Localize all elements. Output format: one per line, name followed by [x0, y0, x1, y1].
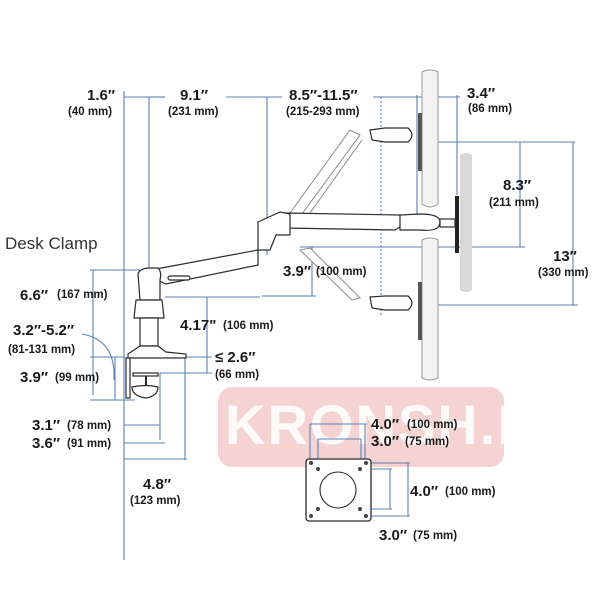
dim-clamp-range-in: 3.2″-5.2″ [13, 322, 75, 339]
dim-monitor-depth-in: 3.4″ [467, 85, 496, 102]
dim-vertical-tilt-in: 8.3″ [503, 177, 532, 194]
dim-vesa-side-100-mm: (100 mm) [445, 486, 496, 498]
dim-vesa-side-75-in: 3.0″ [379, 527, 408, 544]
dim-desk-thickness-mm: (66 mm) [215, 369, 260, 381]
dim-clamp-depth-mm: (99 mm) [55, 372, 100, 384]
dim-clamp-base-in: 4.8″ [143, 476, 172, 493]
dim-pole-height-in: 6.6″ [20, 287, 49, 304]
dim-clamp-width-a-in: 3.1″ [32, 417, 61, 434]
dim-vertical-range-in: 13″ [553, 248, 577, 265]
dim-vertical-range-mm: (330 mm) [538, 267, 589, 279]
dim-arm-above-desk-mm: (106 mm) [223, 320, 274, 332]
dim-arm-drop-in: 3.9″ [283, 263, 312, 280]
dim-clamp-range-mm: (81-131 mm) [8, 344, 76, 356]
monitor-arm-outline [125, 127, 456, 399]
dim-vesa-top-75-mm: (75 mm) [405, 436, 450, 448]
dim-second-arm-mm: (215-293 mm) [286, 106, 360, 118]
dim-top-pole-offset-in: 1.6″ [87, 87, 116, 104]
dim-pole-height-mm: (167 mm) [57, 289, 108, 301]
dim-monitor-depth-mm: (86 mm) [468, 103, 513, 115]
dim-clamp-depth-in: 3.9″ [20, 369, 49, 386]
dim-clamp-width-b-mm: (91 mm) [67, 438, 112, 450]
dim-arm-drop-mm: (100 mm) [316, 266, 367, 278]
dim-vesa-side-100-in: 4.0″ [410, 483, 439, 500]
dim-first-arm-mm: (231 mm) [168, 106, 219, 118]
dim-desk-thickness-in: ≤ 2.6″ [215, 349, 256, 366]
dim-vesa-top-100-in: 4.0″ [371, 416, 400, 433]
dim-vesa-side-75-mm: (75 mm) [413, 530, 458, 542]
dim-vesa-top-75-in: 3.0″ [371, 433, 400, 450]
dim-vesa-top-100-mm: (100 mm) [407, 419, 458, 431]
dim-clamp-width-b-in: 3.6″ [32, 435, 61, 452]
vesa-plate [305, 458, 372, 522]
monitor-positions [418, 69, 472, 381]
desk-clamp-title: Desk Clamp [5, 234, 98, 253]
dim-clamp-width-a-mm: (78 mm) [67, 420, 112, 432]
dim-top-pole-offset-mm: (40 mm) [68, 106, 113, 118]
dim-vertical-tilt-mm: (211 mm) [489, 197, 539, 209]
dim-arm-above-desk-in: 4.17" [180, 317, 217, 334]
dim-clamp-base-mm: (123 mm) [130, 495, 181, 507]
dim-second-arm-in: 8.5″-11.5″ [289, 87, 358, 104]
dim-first-arm-in: 9.1″ [180, 87, 209, 104]
dimension-lines [81, 91, 578, 560]
